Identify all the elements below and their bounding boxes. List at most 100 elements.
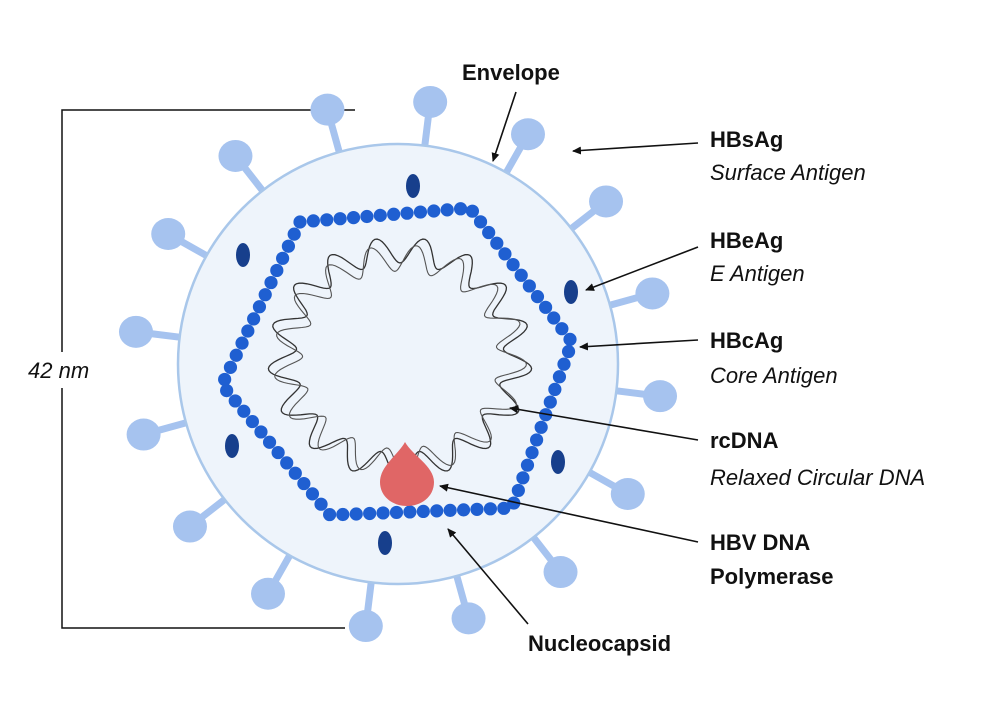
- capsid-protein: [270, 263, 284, 278]
- capsid-protein: [373, 208, 387, 222]
- dna-strand: [274, 245, 527, 476]
- capsid-protein: [363, 506, 377, 521]
- dna-strand: [267, 238, 533, 480]
- capsid-protein: [539, 300, 553, 314]
- capsid-protein: [346, 210, 361, 225]
- size-label: 42 nm: [28, 358, 89, 383]
- e-antigen: [406, 174, 420, 198]
- capsid-protein: [520, 458, 535, 472]
- rcdna-strands: [267, 238, 533, 480]
- capsid-protein: [557, 357, 571, 371]
- surface-antigen-spike: [126, 418, 194, 451]
- surface-antigen-spike: [602, 277, 670, 310]
- e-antigen: [236, 243, 250, 267]
- capsid-protein: [543, 395, 557, 409]
- surface-antigen-spike: [151, 218, 214, 262]
- capsid-protein: [262, 435, 277, 449]
- capsid-protein: [247, 312, 261, 326]
- capsid-protein: [320, 213, 334, 227]
- surface-antigen-spike: [608, 380, 678, 413]
- capsid-protein: [552, 370, 567, 384]
- envelope-label: Envelope: [462, 60, 560, 85]
- capsid-protein: [389, 505, 404, 520]
- leader-arrows: [439, 91, 699, 625]
- rcdna-desc: Relaxed Circular DNA: [710, 465, 925, 490]
- capsid-protein: [470, 502, 484, 516]
- hbsag-label: HBsAg: [710, 127, 783, 152]
- e-antigen: [564, 280, 578, 304]
- capsid-protein: [497, 501, 511, 515]
- hbeag-label: HBeAg: [710, 228, 783, 253]
- capsid-protein: [547, 311, 561, 325]
- hbeag-arrow: [585, 246, 699, 291]
- capsid-protein: [228, 394, 242, 408]
- capsid-protein: [530, 290, 545, 304]
- capsid-protein: [280, 456, 294, 470]
- size-label-bg: [22, 352, 102, 388]
- e-antigen: [225, 434, 239, 458]
- surface-antigen-spike: [582, 466, 645, 510]
- hbsag-desc: Surface Antigen: [710, 160, 866, 185]
- capsid-protein: [287, 227, 301, 241]
- capsid-protein: [281, 239, 296, 253]
- capsid-protein: [525, 445, 539, 460]
- surface-antigen-spike: [348, 574, 383, 643]
- surface-antigen-spike: [564, 185, 624, 235]
- capsid-protein: [349, 507, 363, 521]
- surface-antigen-spike: [413, 85, 448, 154]
- surface-antigen-spike: [218, 139, 269, 198]
- capsid-protein: [534, 420, 548, 434]
- capsid-protein: [360, 209, 374, 224]
- capsid-protein: [511, 483, 525, 498]
- capsid-protein: [220, 384, 234, 398]
- capsid-protein: [264, 275, 278, 290]
- hbeag-desc: E Antigen: [710, 261, 805, 286]
- hbcag-desc: Core Antigen: [710, 363, 838, 388]
- surface-antigen-spike: [451, 568, 486, 635]
- surface-antigen-spike: [500, 118, 545, 180]
- capsid-protein: [305, 487, 320, 501]
- hbcag-label: HBcAg: [710, 328, 783, 353]
- surface-antigen-spike: [527, 530, 578, 589]
- capsid-protein: [252, 300, 267, 314]
- capsid-protein: [235, 336, 249, 350]
- capsid-protein: [245, 414, 259, 429]
- surface-antigen-spike: [251, 548, 296, 610]
- capsid-protein: [498, 247, 512, 261]
- capsid-protein: [473, 215, 488, 229]
- capsid-protein: [522, 279, 536, 293]
- capsid-protein: [223, 360, 238, 374]
- capsid-protein: [376, 506, 390, 520]
- capsid-protein: [440, 203, 454, 217]
- capsid-protein: [453, 202, 468, 216]
- capsid-protein: [336, 507, 350, 522]
- capsid-protein: [271, 445, 285, 460]
- e-antigen: [378, 531, 392, 555]
- capsid-protein: [416, 504, 430, 519]
- capsid-protein: [443, 503, 457, 517]
- polymerase-label-line1: HBV DNA: [710, 530, 810, 555]
- capsid-protein: [403, 505, 417, 519]
- capsid-protein: [297, 476, 311, 491]
- nucleocapsid-label: Nucleocapsid: [528, 631, 671, 656]
- polymerase-arrow: [439, 483, 699, 543]
- capsid-protein: [333, 212, 347, 226]
- capsid-protein: [413, 205, 428, 219]
- capsid-protein: [490, 236, 504, 250]
- hbcag-arrow: [579, 339, 699, 351]
- capsid-protein: [400, 206, 414, 220]
- surface-antigen-spike: [310, 93, 345, 160]
- capsid-protein: [323, 507, 337, 522]
- capsid-protein: [293, 215, 307, 229]
- capsid-protein: [306, 214, 320, 228]
- capsid-protein: [430, 504, 444, 518]
- capsid-protein: [456, 503, 471, 517]
- capsid-protein: [507, 496, 521, 510]
- envelope-arrow: [491, 91, 517, 162]
- dna-polymerase: [380, 442, 434, 506]
- capsid-protein: [276, 251, 290, 265]
- surface-antigen-spike: [118, 315, 188, 348]
- capsid-protein: [514, 268, 528, 282]
- capsid-protein: [427, 204, 441, 218]
